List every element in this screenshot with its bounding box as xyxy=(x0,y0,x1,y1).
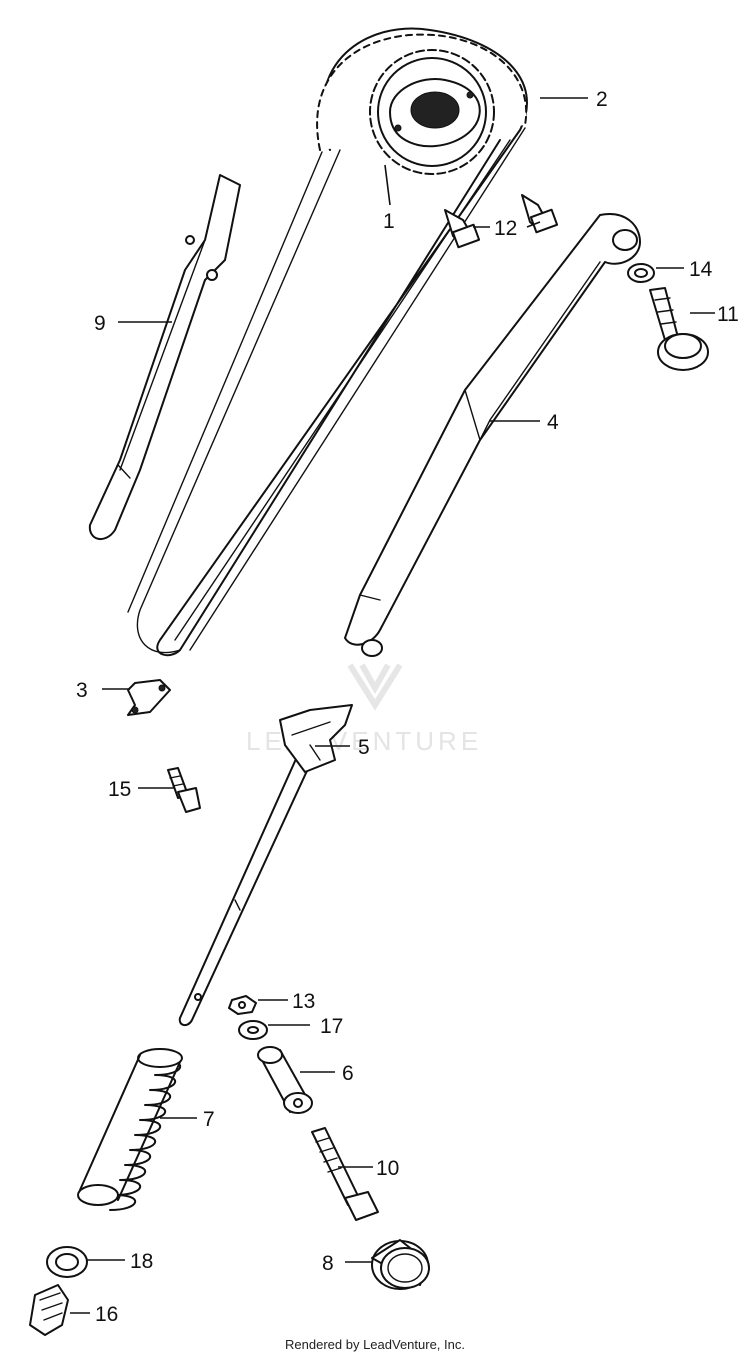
part-pivot-bolt[interactable] xyxy=(649,287,709,371)
callout-10: 10 xyxy=(376,1157,399,1180)
callout-8: 8 xyxy=(322,1252,334,1275)
part-washer-17[interactable] xyxy=(238,1020,268,1040)
callout-numbers: 1 2 3 4 5 6 7 8 9 10 11 12 13 14 15 16 1… xyxy=(76,88,739,1326)
part-cap[interactable] xyxy=(371,1239,430,1290)
callout-13: 13 xyxy=(292,990,315,1013)
part-nut-13[interactable] xyxy=(228,995,257,1015)
leader-lines xyxy=(70,97,715,1314)
part-tensioner-rod[interactable] xyxy=(178,704,353,1026)
callout-16: 16 xyxy=(95,1303,118,1326)
part-tensioner-arm[interactable] xyxy=(344,213,641,657)
callout-3: 3 xyxy=(76,679,88,702)
part-washer-14[interactable] xyxy=(627,263,655,283)
part-bolt-15[interactable] xyxy=(167,767,201,813)
callout-4: 4 xyxy=(547,411,559,434)
part-plug-bolt[interactable] xyxy=(29,1284,69,1336)
part-chain-guide[interactable] xyxy=(88,174,241,540)
callout-2: 2 xyxy=(596,88,608,111)
callout-9: 9 xyxy=(94,312,106,335)
callout-6: 6 xyxy=(342,1062,354,1085)
callout-12: 12 xyxy=(494,217,517,240)
part-bolts-12[interactable] xyxy=(444,194,559,249)
part-spring[interactable] xyxy=(77,1048,183,1211)
callout-7: 7 xyxy=(203,1108,215,1131)
callout-1: 1 xyxy=(383,210,395,233)
part-collar[interactable] xyxy=(257,1046,313,1114)
callout-14: 14 xyxy=(689,258,713,281)
callout-15: 15 xyxy=(108,778,131,801)
part-bolt-10[interactable] xyxy=(311,1127,379,1221)
footer-credit: Rendered by LeadVenture, Inc. xyxy=(285,1337,465,1352)
callout-17: 17 xyxy=(320,1015,343,1038)
part-cam-sprocket[interactable] xyxy=(369,49,495,175)
callout-5: 5 xyxy=(358,736,370,759)
callout-18: 18 xyxy=(130,1250,153,1273)
callout-11: 11 xyxy=(717,303,739,326)
part-washer-18[interactable] xyxy=(46,1246,88,1278)
part-stopper-plate[interactable] xyxy=(127,679,171,716)
